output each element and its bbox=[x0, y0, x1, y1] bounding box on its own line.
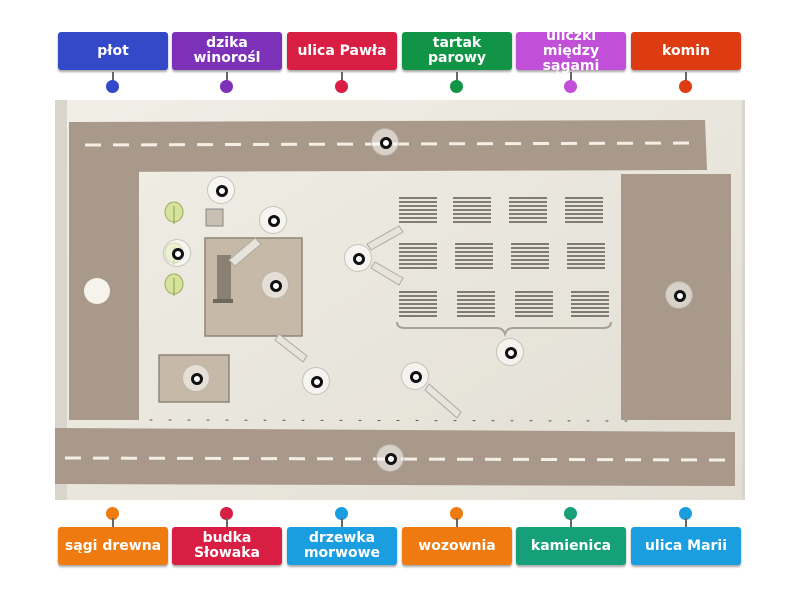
label-komin[interactable]: komin bbox=[631, 32, 741, 70]
label-budka-slowaka[interactable]: budka Słowaka bbox=[172, 527, 282, 565]
label-text: kamienica bbox=[530, 537, 612, 554]
connector-dot[interactable] bbox=[335, 80, 348, 93]
label-text: dzika winorośl bbox=[193, 35, 261, 66]
woodpile-brace bbox=[396, 321, 612, 338]
connector-stem bbox=[226, 72, 228, 82]
connector-stem bbox=[456, 518, 458, 528]
connector-dot[interactable] bbox=[450, 507, 463, 520]
woodpile-row-1 bbox=[399, 197, 603, 223]
connector-stem bbox=[226, 518, 228, 528]
pointer-arrows bbox=[366, 225, 462, 419]
drop-marker-right-building[interactable] bbox=[665, 281, 693, 309]
connector-dot[interactable] bbox=[564, 80, 577, 93]
drop-marker-shed[interactable] bbox=[207, 176, 235, 204]
drop-marker-bottom-street[interactable] bbox=[376, 444, 404, 472]
connector-stem bbox=[112, 518, 114, 528]
label-drzewka-morwowe[interactable]: drzewka morwowe bbox=[287, 527, 397, 565]
connector-dot[interactable] bbox=[679, 507, 692, 520]
connector-stem bbox=[570, 72, 572, 82]
label-tartak-parowy[interactable]: tartak parowy bbox=[402, 32, 512, 70]
connector-stem bbox=[456, 72, 458, 82]
drop-marker-vine[interactable] bbox=[259, 206, 287, 234]
label-wozownia[interactable]: wozownia bbox=[402, 527, 512, 565]
drop-marker-alleys[interactable] bbox=[496, 338, 524, 366]
drop-marker-slovak-hut[interactable] bbox=[182, 364, 210, 392]
connector-dot[interactable] bbox=[450, 80, 463, 93]
label-dzika-winorosl[interactable]: dzika winorośl bbox=[172, 32, 282, 70]
drop-marker-top-street[interactable] bbox=[371, 128, 399, 156]
label-text: uliczki między sągami bbox=[542, 27, 600, 74]
connector-stem bbox=[570, 518, 572, 528]
connector-stem bbox=[341, 518, 343, 528]
connector-dot[interactable] bbox=[564, 507, 577, 520]
woodpile-row-3 bbox=[399, 291, 609, 317]
drop-marker-sawmill[interactable] bbox=[302, 367, 330, 395]
drop-marker-woodpiles[interactable] bbox=[344, 244, 372, 272]
connector-stem bbox=[341, 72, 343, 82]
woodpiles bbox=[399, 197, 609, 317]
label-sagi-drewna[interactable]: sągi drewna bbox=[58, 527, 168, 565]
connector-stem bbox=[685, 72, 687, 82]
drop-marker-trees[interactable] bbox=[163, 239, 191, 267]
label-text: wozownia bbox=[418, 537, 496, 554]
label-text: tartak parowy bbox=[427, 35, 487, 66]
label-text: ulica Marii bbox=[644, 537, 728, 554]
fence-line bbox=[149, 419, 631, 422]
label-text: budka Słowaka bbox=[193, 530, 261, 561]
label-text: sągi drewna bbox=[64, 537, 162, 554]
connector-dot[interactable] bbox=[220, 507, 233, 520]
label-text: płot bbox=[97, 42, 129, 59]
connector-dot[interactable] bbox=[106, 507, 119, 520]
connector-stem bbox=[112, 72, 114, 82]
label-text: ulica Pawła bbox=[297, 42, 387, 59]
left-building bbox=[69, 170, 139, 420]
label-kamienica[interactable]: kamienica bbox=[516, 527, 626, 565]
label-text: komin bbox=[662, 42, 710, 59]
map-image bbox=[55, 100, 745, 500]
woodpile-row-2 bbox=[399, 243, 605, 269]
label-uliczki-miedzy-sagami[interactable]: uliczki między sągami bbox=[516, 28, 626, 73]
connector-dot[interactable] bbox=[106, 80, 119, 93]
drop-marker-chimney[interactable] bbox=[261, 271, 289, 299]
drop-marker-carriage-house[interactable] bbox=[401, 362, 429, 390]
connector-dot[interactable] bbox=[679, 80, 692, 93]
map-drawing bbox=[55, 100, 745, 500]
connector-dot[interactable] bbox=[220, 80, 233, 93]
label-plot[interactable]: płot bbox=[58, 32, 168, 70]
small-shed bbox=[205, 208, 224, 227]
label-ulica-pawla[interactable]: ulica Pawła bbox=[287, 32, 397, 70]
label-ulica-marii[interactable]: ulica Marii bbox=[631, 527, 741, 565]
connector-dot[interactable] bbox=[335, 507, 348, 520]
label-text: drzewka morwowe bbox=[303, 530, 381, 561]
connector-stem bbox=[685, 518, 687, 528]
